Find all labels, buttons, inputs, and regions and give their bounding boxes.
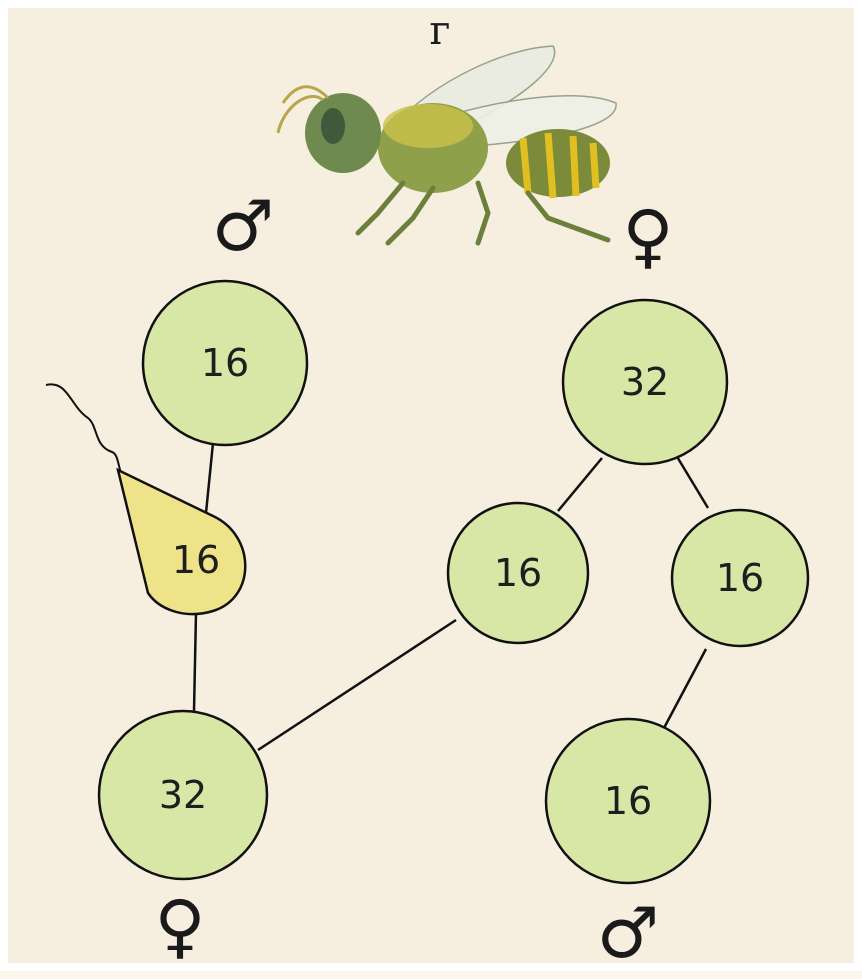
line-queen-to-egg-unfertilized — [674, 454, 710, 509]
line-sperm-to-female-offspring — [192, 612, 198, 712]
sperm-label: 16 — [172, 538, 220, 582]
male-symbol-bottom: ♂ — [597, 892, 660, 974]
male-symbol-top: ♂ — [212, 185, 275, 267]
line-male-to-sperm — [204, 442, 215, 514]
line-egg-to-male-offspring — [662, 648, 708, 729]
bee-fur — [383, 104, 473, 148]
queen-label: 32 — [621, 360, 669, 404]
queen-cell — [561, 298, 729, 466]
female-symbol-bottom: ♀ — [154, 885, 205, 967]
line-egg-to-female-offspring — [257, 618, 457, 752]
sperm-head — [116, 467, 247, 616]
male-adult-label: 16 — [201, 341, 249, 385]
male-offspring-label: 16 — [604, 779, 652, 823]
egg-unfertilized-cell — [670, 508, 810, 648]
bee-stripes — [519, 132, 600, 199]
bee-illustration — [276, 45, 617, 246]
male-offspring-cell — [544, 717, 712, 885]
sperm-tail — [45, 383, 127, 479]
figure-letter: г — [430, 8, 451, 54]
female-offspring-label: 32 — [159, 773, 207, 817]
egg-fertilized-cell — [446, 501, 590, 645]
male-adult-cell — [141, 279, 309, 447]
bee-abdomen — [506, 129, 610, 197]
egg-fertilized-label: 16 — [494, 551, 542, 595]
egg-unfertilized-label: 16 — [716, 556, 764, 600]
female-offspring-cell — [97, 709, 269, 881]
inheritance-diagram: 16 16 32 16 16 32 16 ♂ ♀ ♀ ♂ г — [45, 8, 810, 974]
female-symbol-top: ♀ — [622, 195, 673, 277]
connector-lines — [192, 442, 710, 752]
bee-legs — [355, 180, 611, 246]
bee-eye — [321, 108, 345, 144]
bee-antennae — [276, 85, 330, 134]
line-queen-to-egg-fertilized — [557, 457, 603, 512]
